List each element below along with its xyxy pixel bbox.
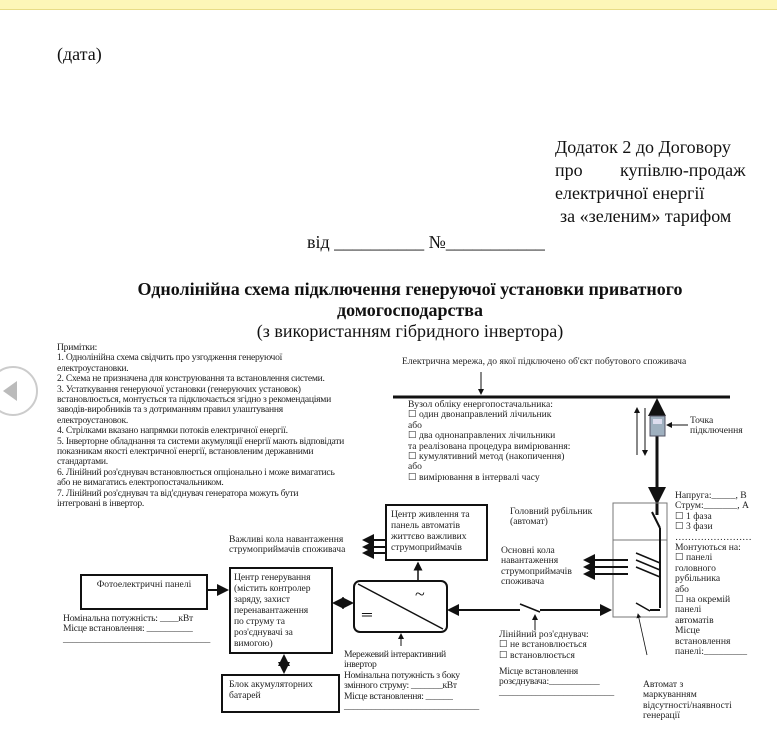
note-item: 1. Однолінійна схема свідчить про узгодж…: [57, 352, 283, 374]
inverter-box: [353, 580, 448, 633]
metering-node-text: Вузол обліку енергопостачальника: ☐ один…: [408, 399, 571, 483]
disconnector-place: Місце встановлення розєднувача:_________…: [499, 666, 614, 698]
appendix-line2b: купівлю-продаж: [620, 160, 746, 180]
grid-label: Електрична мережа, до якої підключено об…: [402, 356, 687, 367]
dc-symbol: ═: [362, 608, 372, 623]
line-disconnector-text: Лінійний роз'єднувач: ☐ не встановлюєтьс…: [499, 629, 589, 661]
notification-bar: [0, 0, 777, 10]
breaker-marking-label: Автомат з маркуванням відсутності/наявно…: [643, 679, 732, 722]
main-switch-label: Головний рубільник (автомат): [510, 506, 593, 528]
generation-center-box: Центр генерування (містить контролер зар…: [229, 567, 333, 654]
appendix-line3: електричної енергії: [555, 183, 705, 203]
ratings-text: Напруга:_____, В Струм:_______, А ☐ 1 фа…: [675, 490, 752, 658]
meter-icon: [649, 415, 666, 437]
date-label: (дата): [57, 44, 102, 64]
inverter-info: Мережевий інтерактивний інвертор Номінал…: [344, 649, 479, 713]
title-line2: домогосподарства: [336, 300, 484, 320]
connection-point-label: Точка підключення: [690, 415, 743, 437]
appendix-line1: Додаток 2 до Договору: [555, 137, 731, 157]
appendix-line4: за «зеленим» тарифом: [560, 206, 732, 226]
critical-loads-label: Важливі кола навантаження струмоприймачі…: [229, 534, 346, 556]
note-item: 6. Лінійний роз'єднувач встановлюється о…: [57, 466, 335, 489]
pv-panels-box: Фотоелектричні панелі: [80, 574, 208, 610]
backup-panel-box: Центр живлення та панель автоматів життє…: [385, 504, 488, 561]
main-loads-label: Основні кола навантаження струмоприймачі…: [501, 545, 572, 588]
ac-symbol: ~: [415, 584, 425, 604]
subtitle: (з використанням гібридного інвертора): [256, 321, 564, 341]
previous-page-button[interactable]: [0, 366, 38, 416]
from-line: від __________ №___________: [307, 232, 545, 252]
note-item: 4. Стрілками вказано напрямки потоків ел…: [57, 425, 288, 437]
note-item: 2. Схема не призначена для конструювання…: [57, 373, 325, 385]
title-line1: Однолінійна схема підключення генеруючої…: [137, 279, 683, 299]
notes-heading: Примітки:: [57, 342, 97, 353]
battery-box: Блок акумуляторних батарей: [221, 674, 340, 713]
note-item: 7. Лінійний роз'єднувач та від'єднувач г…: [57, 487, 299, 510]
note-item: 5. Інверторне обладнання та системи акум…: [57, 435, 345, 468]
pv-info: Номінальна потужність: ____кВт Місце вст…: [63, 613, 211, 645]
notes: Примітки: 1. Однолінійна схема свідчить …: [57, 342, 345, 510]
appendix-line2a: про: [555, 160, 583, 180]
note-item: 3. Устаткування генеруючої установки (ге…: [57, 383, 331, 426]
